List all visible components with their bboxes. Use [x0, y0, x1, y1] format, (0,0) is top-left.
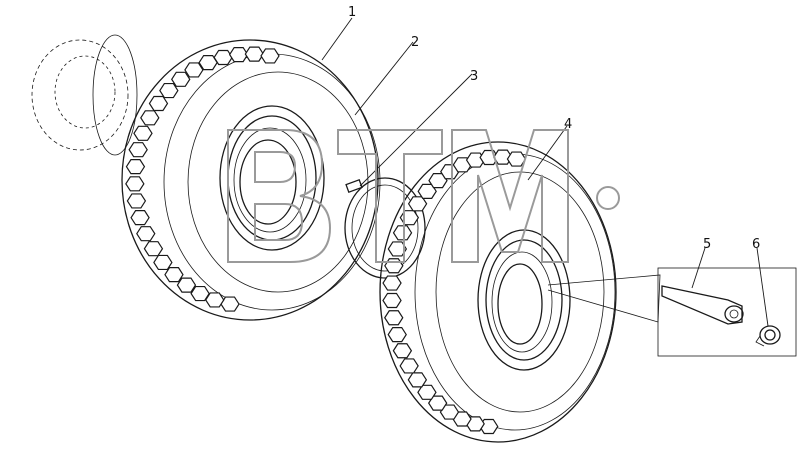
callout-3: 3: [470, 69, 478, 84]
tread-block: [148, 95, 169, 112]
callout-2: 2: [411, 35, 419, 50]
tire-1: [121, 39, 381, 321]
tread-block: [126, 193, 147, 209]
tire-2: [379, 141, 617, 443]
tread-block: [260, 48, 280, 64]
rim-band-3: [344, 177, 426, 279]
tread-block: [220, 296, 240, 312]
btm-watermark-logo: [227, 129, 620, 263]
tread-block: [176, 277, 197, 293]
tread-block: [382, 275, 402, 291]
callout-4: 4: [564, 117, 572, 132]
tread-block: [417, 183, 437, 199]
tread-block: [159, 82, 179, 99]
tread-block: [125, 159, 146, 175]
tread-block: [392, 225, 413, 241]
tread-block: [171, 71, 191, 87]
callout-1: 1: [348, 5, 356, 20]
tread-block: [128, 142, 148, 158]
tread-block: [228, 47, 249, 63]
tread-block: [164, 267, 184, 283]
tread-block: [384, 310, 404, 326]
tread-block: [213, 49, 233, 66]
tread-block: [136, 226, 156, 242]
tread-block: [387, 241, 408, 257]
tread-block: [184, 62, 204, 78]
tread-block: [428, 173, 448, 189]
callout-5: 5: [703, 237, 711, 252]
tread-block: [399, 358, 419, 374]
tire-1-tread: [125, 46, 280, 312]
tread-block: [140, 110, 160, 126]
tread-block: [382, 292, 402, 309]
tread-block: [205, 292, 225, 308]
valve-inset: [547, 267, 797, 357]
tread-block: [133, 125, 153, 141]
tread-block: [392, 343, 413, 359]
tread-block: [190, 285, 210, 302]
ghost-wheel-sketch: [31, 34, 138, 156]
tread-block: [407, 372, 428, 388]
tread-block: [244, 46, 265, 62]
callout-labels: 1 2 3 4 5 6: [348, 5, 760, 252]
tread-block: [143, 241, 164, 257]
tread-block: [387, 327, 407, 343]
tread-block: [407, 196, 428, 212]
tread-block: [153, 254, 173, 271]
tread-block: [130, 210, 150, 226]
tire-2-tread: [382, 149, 527, 435]
tread-block: [384, 258, 404, 274]
callout-6: 6: [752, 237, 760, 252]
tread-block: [125, 176, 145, 192]
